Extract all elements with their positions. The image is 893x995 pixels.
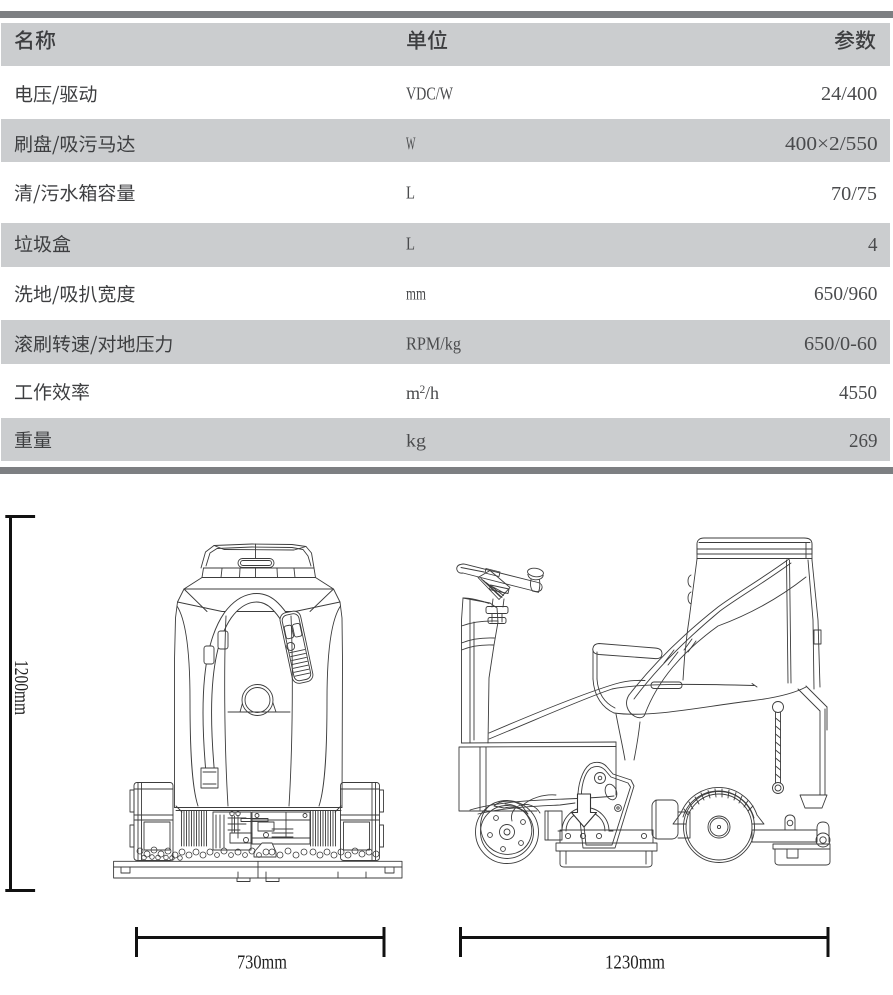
- svg-text:m: m: [406, 383, 420, 403]
- svg-text:RPM/kg: RPM/kg: [406, 333, 461, 353]
- svg-text:L: L: [406, 183, 415, 203]
- svg-text:730mm: 730mm: [237, 952, 287, 974]
- svg-text:1230mm: 1230mm: [605, 952, 665, 974]
- svg-text:/h: /h: [425, 383, 439, 403]
- svg-text:24/400: 24/400: [821, 83, 877, 105]
- svg-text:4: 4: [868, 234, 878, 256]
- svg-text:mm: mm: [406, 283, 426, 303]
- svg-text:650/0-60: 650/0-60: [804, 333, 877, 355]
- svg-text:269: 269: [849, 430, 878, 452]
- svg-text:kg: kg: [406, 430, 426, 450]
- svg-text:70/75: 70/75: [831, 183, 877, 205]
- svg-text:W: W: [406, 133, 416, 153]
- svg-text:4550: 4550: [839, 382, 877, 404]
- svg-text:650/960: 650/960: [814, 283, 878, 305]
- svg-text:400×2/550: 400×2/550: [785, 133, 878, 155]
- svg-text:L: L: [406, 234, 415, 254]
- svg-text:VDC/W: VDC/W: [406, 83, 453, 103]
- svg-text:1200mm: 1200mm: [10, 660, 32, 715]
- svg-text:2: 2: [420, 384, 426, 396]
